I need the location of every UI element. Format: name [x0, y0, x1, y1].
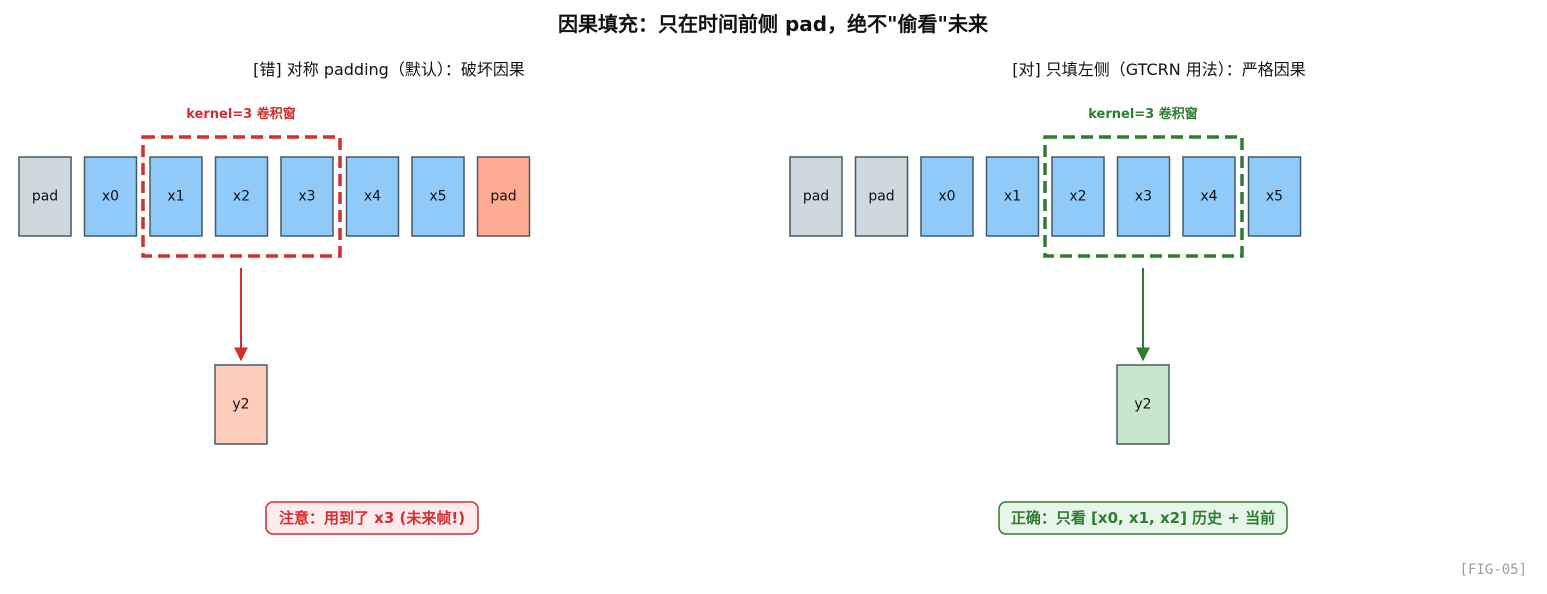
- panel-right-cell-2-box: [920, 156, 974, 237]
- panel-right-cell-0-box: [789, 156, 843, 237]
- panel-wrong-cell-4: x3: [280, 156, 334, 237]
- panel-wrong-cell-2-box: [149, 156, 203, 237]
- panel-right-note-box: [998, 501, 1288, 535]
- panel-right-cell-1: pad: [854, 156, 909, 237]
- panel-right-cell-2-label: x0: [938, 189, 955, 205]
- panel-right-cell-0-label: pad: [803, 189, 829, 205]
- panel-wrong-note-box: [265, 501, 479, 535]
- panel-wrong-cell-4-box: [280, 156, 334, 237]
- panel-wrong-cell-4-label: x3: [298, 189, 315, 205]
- panel-wrong-subtitle: [错] 对称 padding（默认）：破坏因果: [253, 60, 525, 79]
- figure-title: 因果填充：只在时间前侧 pad，绝不"偷看"未来: [558, 12, 989, 36]
- panel-wrong-output-cell: [214, 364, 268, 445]
- panel-wrong-cell-7-label: pad: [490, 189, 516, 205]
- panel-right: [对] 只填左侧（GTCRN 用法）：严格因果 kernel=3 卷积窗 pad…: [789, 60, 1306, 535]
- panel-right-cell-5: x3: [1116, 156, 1171, 237]
- figure-tag: [FIG-05]: [1460, 562, 1527, 578]
- panel-right-cell-0: pad: [789, 156, 843, 237]
- panel-right-cell-4-label: x2: [1069, 189, 1086, 205]
- panel-wrong-note: 注意：用到了 x3 (未来帧!): [265, 501, 479, 535]
- panel-wrong-note-text: 注意：用到了 x3 (未来帧!): [279, 509, 465, 527]
- panel-right-cell-6-box: [1182, 156, 1236, 237]
- panel-right-cell-3-label: x1: [1004, 189, 1021, 205]
- panel-wrong-cell-6-box: [411, 156, 465, 237]
- panel-wrong-cell-1: x0: [83, 156, 138, 237]
- panel-wrong-cell-2: x1: [149, 156, 203, 237]
- panel-wrong-cell-3-label: x2: [233, 189, 250, 205]
- panel-wrong-cell-3: x2: [214, 156, 269, 237]
- panel-wrong-kernel-label: kernel=3 卷积窗: [186, 106, 296, 122]
- panel-wrong-cell-3-box: [214, 156, 269, 237]
- panel-wrong-cell-0-label: pad: [32, 189, 58, 205]
- panel-wrong-cell-6: x5: [411, 156, 465, 237]
- panel-right-cell-1-box: [854, 156, 909, 237]
- panel-wrong-cell-0-box: [18, 156, 72, 237]
- panel-right-note-text: 正确：只看 [x0, x1, x2] 历史 + 当前: [1011, 509, 1275, 527]
- panel-wrong-input-row: pad x0 x1 x2 x3 x4 x5 pad: [18, 156, 531, 237]
- panel-right-kernel-label: kernel=3 卷积窗: [1088, 106, 1198, 122]
- panel-wrong-cell-1-label: x0: [102, 189, 119, 205]
- panel-right-cell-6-label: x4: [1200, 189, 1217, 205]
- panel-right-cell-3: x1: [985, 156, 1040, 237]
- panel-wrong-cell-2-label: x1: [167, 189, 184, 205]
- panel-wrong-cell-7-box: [476, 156, 531, 237]
- panel-right-cell-4-box: [1051, 156, 1105, 237]
- panel-wrong-cell-5-box: [345, 156, 400, 237]
- panel-wrong-cell-5: x4: [345, 156, 400, 237]
- panel-right-cell-2: x0: [920, 156, 974, 237]
- panel-wrong-cell-7: pad: [476, 156, 531, 237]
- panel-right-cell-1-label: pad: [868, 189, 894, 205]
- panel-right-input-row: pad pad x0 x1 x2 x3 x4 x5: [789, 156, 1302, 237]
- panel-right-cell-6: x4: [1182, 156, 1236, 237]
- panel-right-subtitle: [对] 只填左侧（GTCRN 用法）：严格因果: [1012, 60, 1306, 79]
- panel-right-cell-4: x2: [1051, 156, 1105, 237]
- panel-wrong-cell-6-label: x5: [429, 189, 446, 205]
- panel-wrong-output: y2: [214, 364, 268, 445]
- panel-right-output-label: y2: [1134, 397, 1151, 413]
- panel-wrong-output-label: y2: [232, 397, 249, 413]
- panel-right-cell-5-box: [1116, 156, 1171, 237]
- panel-right-kernel-window: [1043, 135, 1244, 258]
- panel-right-cell-7-box: [1247, 156, 1302, 237]
- panel-wrong-cell-5-label: x4: [364, 189, 381, 205]
- panel-right-output: y2: [1116, 364, 1170, 445]
- panel-right-cell-7-label: x5: [1266, 189, 1283, 205]
- panel-right-output-cell: [1116, 364, 1170, 445]
- panel-wrong-kernel-window: [141, 135, 342, 258]
- panel-right-cell-3-box: [985, 156, 1040, 237]
- panel-wrong-cell-1-box: [83, 156, 138, 237]
- panel-right-note: 正确：只看 [x0, x1, x2] 历史 + 当前: [998, 501, 1288, 535]
- panel-wrong: [错] 对称 padding（默认）：破坏因果 kernel=3 卷积窗 pad…: [18, 60, 531, 535]
- panel-right-cell-5-label: x3: [1135, 189, 1152, 205]
- panel-right-cell-7: x5: [1247, 156, 1302, 237]
- panel-wrong-cell-0: pad: [18, 156, 72, 237]
